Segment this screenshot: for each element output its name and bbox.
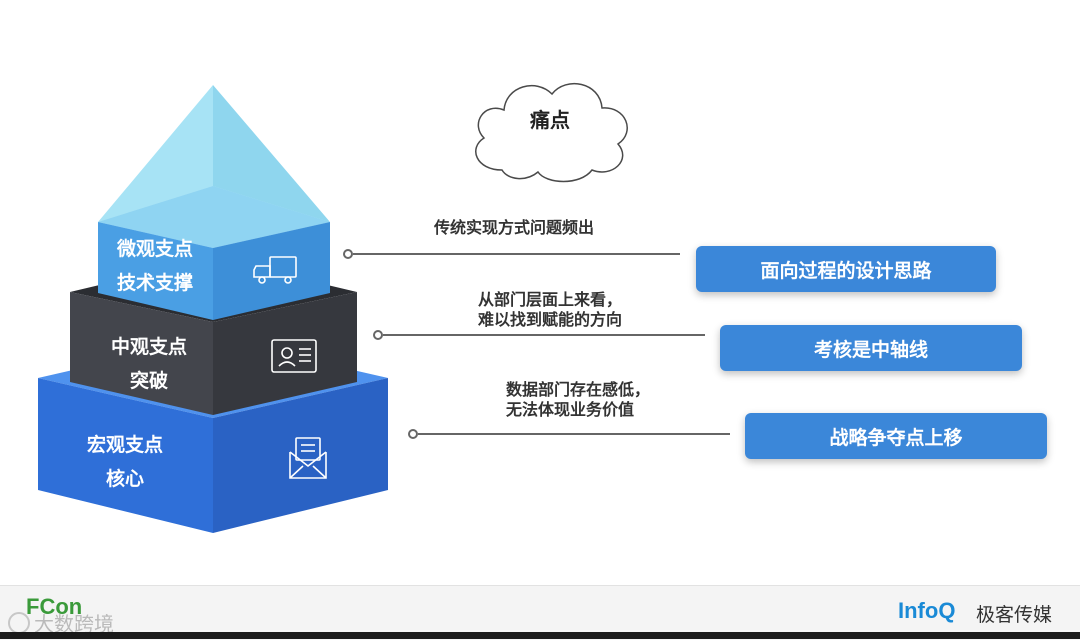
pain-point-2-line1: 从部门层面上来看， xyxy=(478,290,623,309)
pyramid-diagram xyxy=(38,85,388,533)
connector-3-line xyxy=(418,433,730,435)
top-tier-top xyxy=(98,186,330,248)
tier-top-label: 微观支点 技术支撑 xyxy=(90,232,220,300)
brand-name: 极客传媒 xyxy=(976,604,1053,626)
tier-top-line1: 微观支点 xyxy=(116,238,193,260)
pain-point-3: 数据部门存在感低， 无法体现业务价值 xyxy=(506,380,650,420)
tier-bottom-line1: 宏观支点 xyxy=(86,434,163,456)
bottom-tier-left xyxy=(38,378,213,533)
mail-icon xyxy=(289,437,327,479)
pain-point-1-line1: 传统实现方式问题频出 xyxy=(434,218,595,237)
solution-box-3: 战略争夺点上移 xyxy=(745,413,1047,459)
middle-tier-left xyxy=(70,292,213,415)
middle-tier-right xyxy=(213,292,357,415)
top-tier-right xyxy=(213,222,330,320)
pain-point-1: 传统实现方式问题频出 xyxy=(434,218,594,238)
infoq-logo: InfoQ xyxy=(898,598,956,623)
footer-bottom-bar xyxy=(0,632,1080,639)
fcon-logo: FCon xyxy=(26,594,83,619)
tier-middle-line2: 突破 xyxy=(129,370,168,392)
truck-icon xyxy=(253,256,297,284)
solution-box-1: 面向过程的设计思路 xyxy=(696,246,996,292)
cloud-shape xyxy=(475,82,628,183)
tier-top-line2: 技术支撑 xyxy=(116,272,193,294)
footer: FCon 大数跨境 InfoQ 极客传媒 xyxy=(0,585,1080,640)
top-tier-left xyxy=(98,222,213,320)
connector-2-line xyxy=(383,334,705,336)
connector-2-start-dot xyxy=(373,330,383,340)
bottom-tier-right xyxy=(213,378,388,533)
pain-point-2-line2: 难以找到赋能的方向 xyxy=(478,310,623,329)
tier-bottom-line2: 核心 xyxy=(105,468,144,490)
connector-3-start-dot xyxy=(408,429,418,439)
id-card-icon xyxy=(271,339,317,373)
pain-point-2: 从部门层面上来看， 难以找到赋能的方向 xyxy=(478,290,622,330)
connector-1-line xyxy=(353,253,680,255)
watermark-circle-icon xyxy=(8,611,30,634)
pain-point-3-line2: 无法体现业务价值 xyxy=(506,400,635,419)
tier-middle-label: 中观支点 突破 xyxy=(84,330,214,398)
solution-box-2: 考核是中轴线 xyxy=(720,325,1022,371)
cloud-label: 痛点 xyxy=(530,108,570,132)
pain-point-3-line1: 数据部门存在感低， xyxy=(506,380,651,399)
connector-1-start-dot xyxy=(343,249,353,259)
tier-bottom-label: 宏观支点 核心 xyxy=(60,428,190,496)
tier-middle-line1: 中观支点 xyxy=(110,336,187,358)
